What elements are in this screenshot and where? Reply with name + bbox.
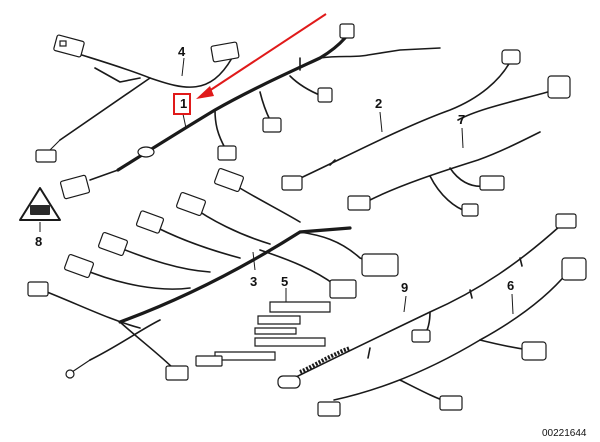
connector: [98, 231, 128, 257]
connector: [262, 117, 282, 133]
connector: [561, 257, 587, 281]
connector: [547, 75, 571, 99]
connector: [35, 149, 57, 163]
harness-3: 3: [27, 167, 399, 381]
connector: [339, 23, 355, 39]
ring-terminal: [65, 369, 75, 379]
warning-label-8: 8: [19, 187, 61, 249]
connector: [361, 253, 399, 277]
callout-2: 2: [375, 96, 382, 111]
connector: [277, 375, 301, 389]
callout-4: 4: [178, 44, 186, 59]
callout-1: 1: [180, 96, 187, 111]
harness-7: 7: [347, 112, 541, 217]
callout-7: 7: [458, 112, 465, 127]
warning-triangle-icon: [19, 187, 61, 221]
callout-9: 9: [401, 280, 408, 295]
connector: [195, 355, 223, 367]
reference-number: 00221644: [542, 428, 587, 439]
connector: [59, 174, 91, 200]
connector: [521, 341, 547, 361]
connector: [329, 279, 357, 299]
red-arrow: [205, 13, 327, 94]
callout-6: 6: [507, 278, 514, 293]
harness-9: 9: [277, 213, 577, 389]
highlight-marker: [173, 13, 327, 115]
connector: [555, 213, 577, 229]
connector: [347, 195, 371, 211]
grommet: [137, 146, 155, 158]
harness-2-branch: [457, 75, 571, 121]
connector-pin: [59, 40, 67, 47]
connector: [165, 365, 189, 381]
connector: [27, 281, 49, 297]
harness-6: 6: [317, 257, 587, 417]
ribbon-cable-5: 5: [195, 274, 331, 367]
connector: [53, 34, 85, 58]
callout-5: 5: [281, 274, 288, 289]
connector: [479, 175, 505, 191]
connector: [461, 203, 479, 217]
connector: [317, 401, 341, 417]
connector: [501, 49, 521, 65]
connector: [411, 329, 431, 343]
connector: [317, 87, 333, 103]
harness-2: 2: [281, 49, 521, 191]
connector: [281, 175, 303, 191]
connector: [217, 145, 237, 161]
harness-1: 1: [59, 23, 441, 200]
connector: [176, 191, 206, 217]
connector: [64, 253, 94, 279]
red-arrowhead: [196, 86, 214, 99]
highlight-box: [173, 93, 191, 115]
callout-8: 8: [35, 234, 42, 249]
connector: [214, 167, 244, 193]
callout-3: 3: [250, 274, 257, 289]
connector: [135, 210, 165, 234]
harness-4: 4: [35, 34, 240, 163]
connector: [210, 41, 240, 63]
connector: [439, 395, 463, 411]
